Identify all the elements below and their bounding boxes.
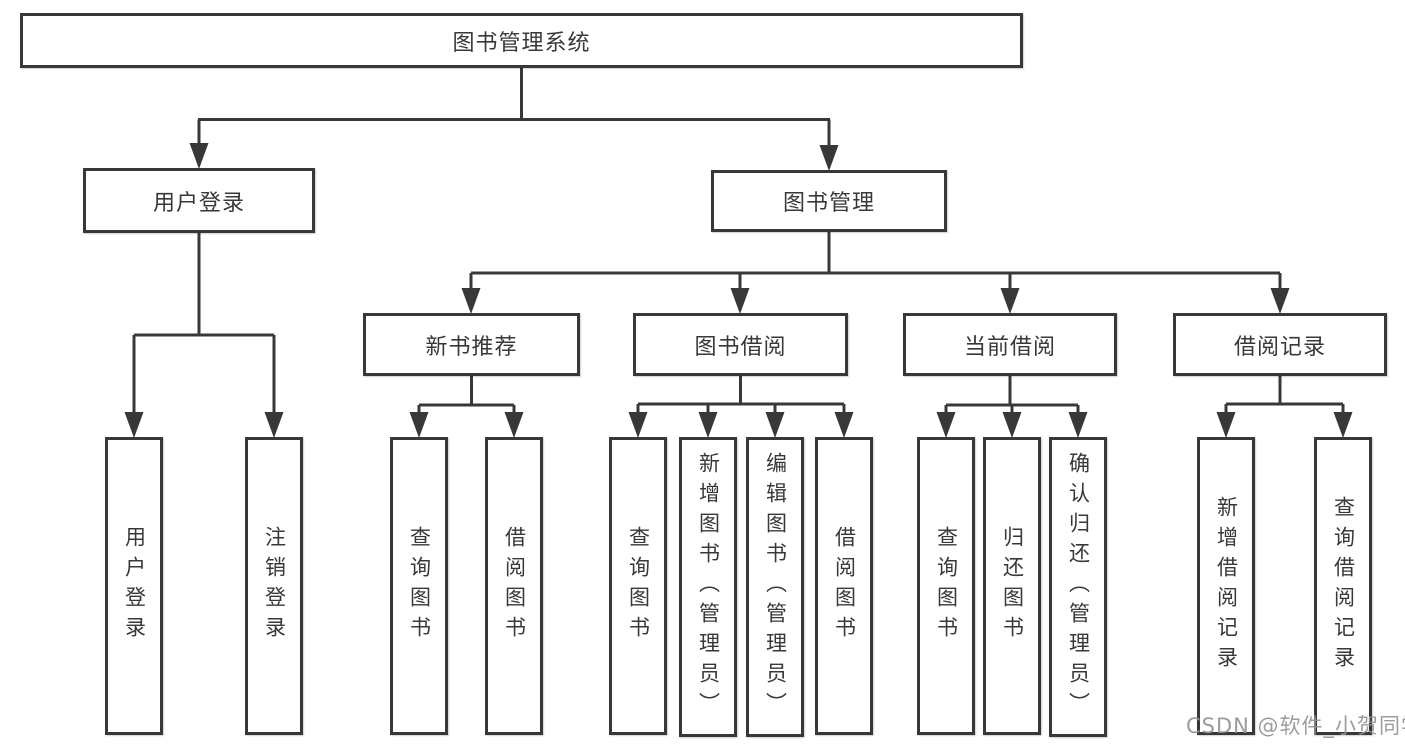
node-query-books-borrow-label: 查询图书 (626, 526, 651, 646)
watermark: CSDN @软件_小贺同学 (1186, 714, 1405, 738)
node-return-books-label: 归还图书 (1000, 526, 1025, 646)
node-add-borrow-record-label: 新增借阅记录 (1214, 496, 1239, 676)
arrowheads-new-book-recommend-leaves (409, 412, 524, 438)
node-query-books-current-label: 查询图书 (934, 526, 959, 646)
node-edit-books-admin: 编辑图书（管理员） (746, 437, 804, 737)
node-book-management-branch: 图书管理 (711, 170, 947, 232)
node-root: 图书管理系统 (20, 13, 1023, 68)
node-user-login-leaf: 用户登录 (105, 437, 163, 735)
node-root-label: 图书管理系统 (452, 30, 591, 56)
node-borrow-records: 借阅记录 (1173, 313, 1387, 376)
connector-book-borrow-group (636, 376, 846, 412)
node-query-borrow-record: 查询借阅记录 (1314, 437, 1372, 735)
arrowheads-level3 (461, 288, 1290, 314)
node-query-books-borrow: 查询图书 (609, 437, 667, 735)
node-return-books: 归还图书 (983, 437, 1041, 735)
node-current-borrow-label: 当前借阅 (963, 334, 1056, 360)
node-query-books-current: 查询图书 (917, 437, 975, 735)
arrowheads-current-borrow-leaves (936, 412, 1088, 438)
node-new-book-recommend: 新书推荐 (363, 313, 580, 376)
node-user-login-branch-label: 用户登录 (152, 190, 245, 216)
node-add-books-admin: 新增图书（管理员） (679, 437, 737, 737)
node-query-books-recommend: 查询图书 (390, 437, 448, 735)
node-user-login-branch: 用户登录 (83, 168, 315, 233)
arrowheads-level2 (189, 143, 839, 171)
node-borrow-books-leaf-label: 借阅图书 (832, 526, 857, 646)
node-book-borrow-label: 图书借阅 (694, 334, 787, 360)
node-borrow-books-recommend: 借阅图书 (485, 437, 543, 735)
connector-book-management-branch (469, 232, 1282, 291)
node-query-books-recommend-label: 查询图书 (407, 526, 432, 646)
connector-current-borrow-group (944, 376, 1080, 413)
node-logout-leaf-label: 注销登录 (262, 526, 287, 646)
node-book-management-branch-label: 图书管理 (782, 191, 875, 216)
node-query-borrow-record-label: 查询借阅记录 (1331, 496, 1356, 676)
node-add-borrow-record: 新增借阅记录 (1197, 437, 1255, 735)
node-borrow-records-label: 借阅记录 (1233, 334, 1326, 360)
connector-new-book-recommend-group (417, 376, 516, 413)
node-new-book-recommend-label: 新书推荐 (425, 334, 518, 360)
node-confirm-return-admin: 确认归还（管理员） (1049, 437, 1107, 737)
arrowheads-book-borrow-leaves (628, 412, 854, 438)
node-borrow-books-leaf: 借阅图书 (815, 437, 873, 735)
connector-user-login-branch (132, 233, 276, 414)
connector-borrow-records-group (1224, 376, 1345, 412)
node-confirm-return-admin-label: 确认归还（管理员） (1066, 452, 1091, 722)
arrowheads-user-login-leaves (124, 412, 284, 438)
node-current-borrow: 当前借阅 (903, 313, 1117, 376)
connector-root-to-level2 (197, 68, 831, 147)
node-edit-books-admin-label: 编辑图书（管理员） (763, 452, 788, 722)
node-book-borrow: 图书借阅 (633, 313, 848, 376)
node-user-login-leaf-label: 用户登录 (122, 526, 147, 646)
node-logout-leaf: 注销登录 (245, 437, 303, 735)
node-add-books-admin-label: 新增图书（管理员） (696, 452, 721, 722)
node-borrow-books-recommend-label: 借阅图书 (502, 526, 527, 646)
arrowheads-borrow-records-leaves (1216, 412, 1353, 438)
